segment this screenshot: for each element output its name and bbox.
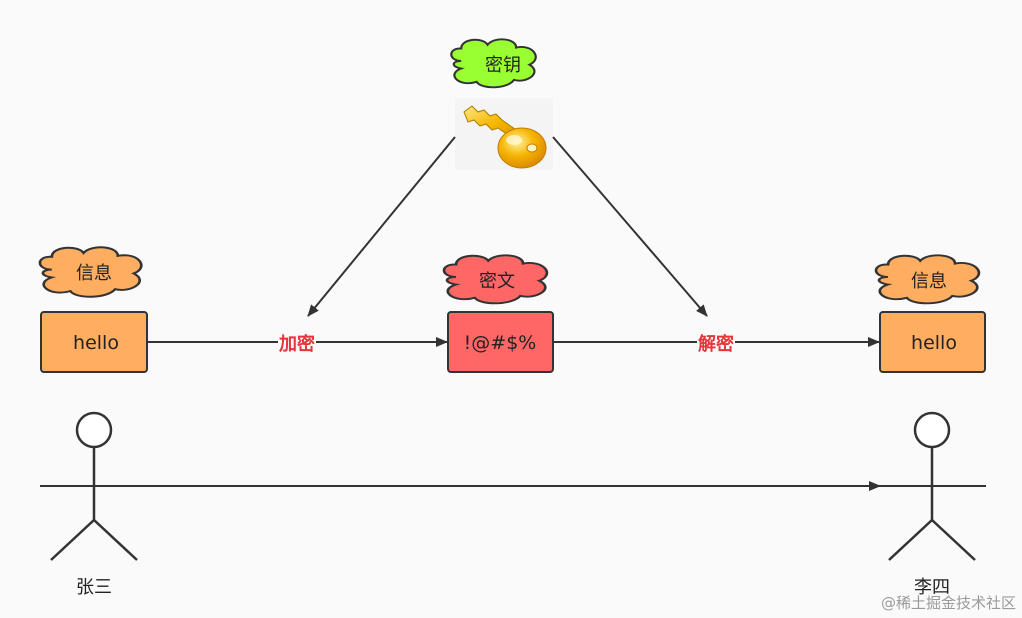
receiver-actor-label: 李四 [914, 577, 950, 598]
sender-actor-icon [50, 411, 138, 561]
receiver-actor-icon [888, 411, 976, 561]
ciphertext-text: !@#$% [463, 332, 537, 354]
encrypt-label: 加密 [278, 330, 316, 356]
decrypt-label: 解密 [697, 330, 735, 356]
key-to-encrypt-arrow [307, 136, 456, 317]
sender-actor-label: 张三 [76, 577, 112, 598]
receiver-info-cloud [874, 254, 981, 305]
watermark: @稀土掘金技术社区 [880, 594, 1016, 612]
receiver-plaintext-text: hello [911, 332, 957, 354]
receiver-cloud-label: 信息 [911, 271, 947, 292]
receiver-plaintext-box [879, 311, 986, 373]
key-cloud-label: 密钥 [485, 55, 521, 76]
sender-cloud-label: 信息 [76, 263, 112, 284]
key-cloud [450, 38, 537, 89]
ciphertext-cloud [442, 254, 549, 305]
sender-plaintext-text: hello [73, 332, 119, 354]
golden-key-icon [455, 98, 553, 170]
ciphertext-cloud-label: 密文 [479, 271, 515, 292]
key-to-decrypt-arrow [552, 136, 708, 317]
sender-info-cloud [38, 246, 143, 298]
